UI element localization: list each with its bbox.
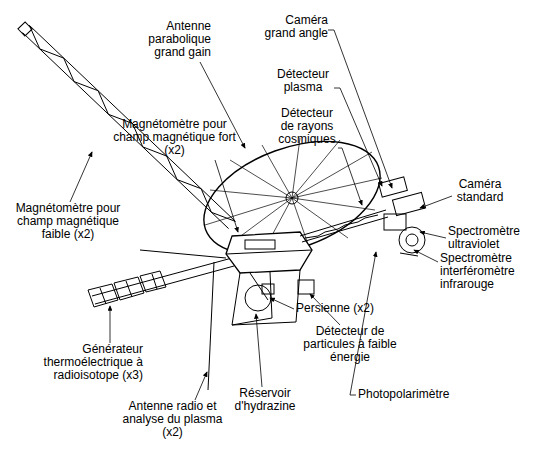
part-label: Caméra grand angle: [262, 14, 328, 40]
part-label: Spectromètre ultraviolet: [448, 225, 528, 251]
part-label: Réservoir d'hydrazine: [230, 387, 300, 413]
part-label: Spectromètre interféromètre infrarouge: [440, 252, 532, 291]
part-label: Détecteur plasma: [270, 68, 336, 94]
part-label: Générateur thermoélectrique à radioisoto…: [15, 343, 143, 382]
part-label: Détecteur de rayons cosmiques: [276, 107, 338, 146]
part-label: Antenne parabolique grand gain: [133, 20, 211, 59]
part-label: Persienne (x2): [296, 302, 386, 315]
part-label: Détecteur de particules à faible énergie: [302, 325, 398, 364]
part-label: Photopolarimètre: [358, 388, 468, 401]
part-label: Antenne radio et analyse du plasma (x2): [120, 400, 225, 439]
part-label: Magnétomètre pour champ magnétique faibl…: [2, 202, 134, 241]
part-label: Caméra standard: [452, 178, 508, 204]
part-label: Magnétomètre pour champ magnétique fort …: [112, 118, 237, 157]
